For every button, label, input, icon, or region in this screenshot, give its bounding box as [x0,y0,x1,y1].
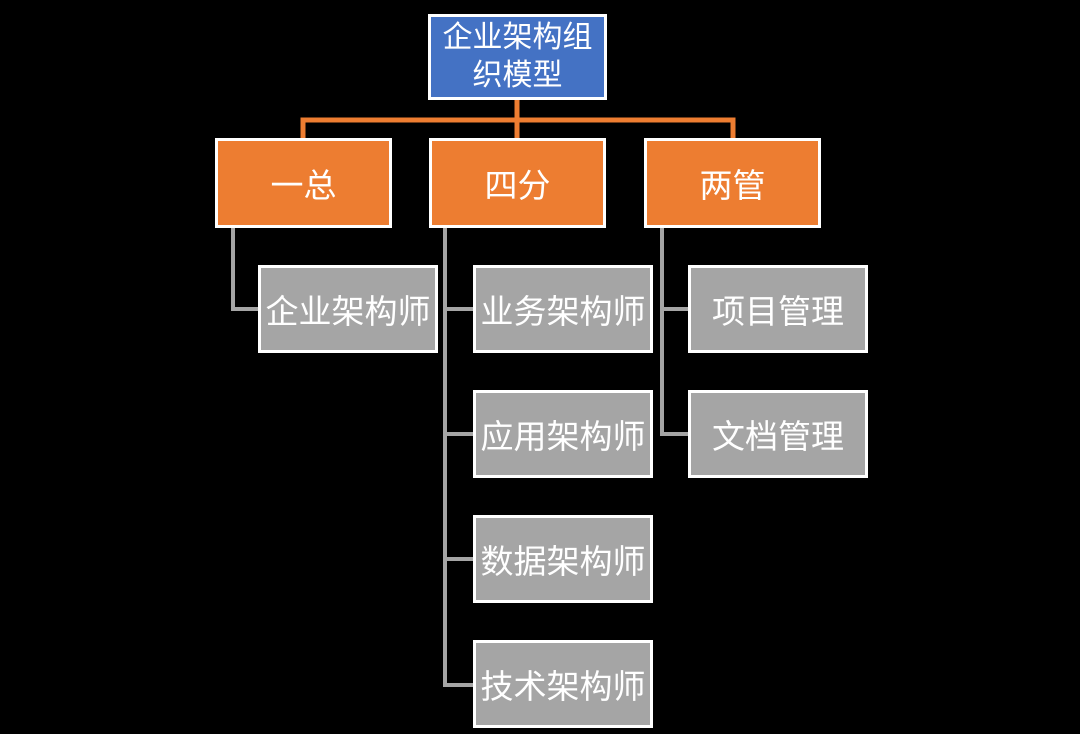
leaf-node-business-architect: 业务架构师 [473,265,653,353]
connector-branch2-spine [443,228,473,687]
branch-node-four-divisions: 四分 [429,138,606,228]
leaf-node-enterprise-architect: 企业架构师 [258,265,438,353]
branch-node-one-chief: 一总 [215,138,392,228]
leaf-node-technical-architect: 技术架构师 [473,640,653,728]
connector-branch-bus [300,117,736,140]
leaf-node-project-management: 项目管理 [688,265,868,353]
connector-branch1-child1 [231,228,258,311]
branch-node-two-managements: 两管 [644,138,821,228]
leaf-node-data-architect: 数据架构师 [473,515,653,603]
connector-branch3-spine [660,228,688,436]
leaf-node-document-management: 文档管理 [688,390,868,478]
leaf-node-application-architect: 应用架构师 [473,390,653,478]
root-node-enterprise-architecture-org-model: 企业架构组织模型 [428,14,607,100]
